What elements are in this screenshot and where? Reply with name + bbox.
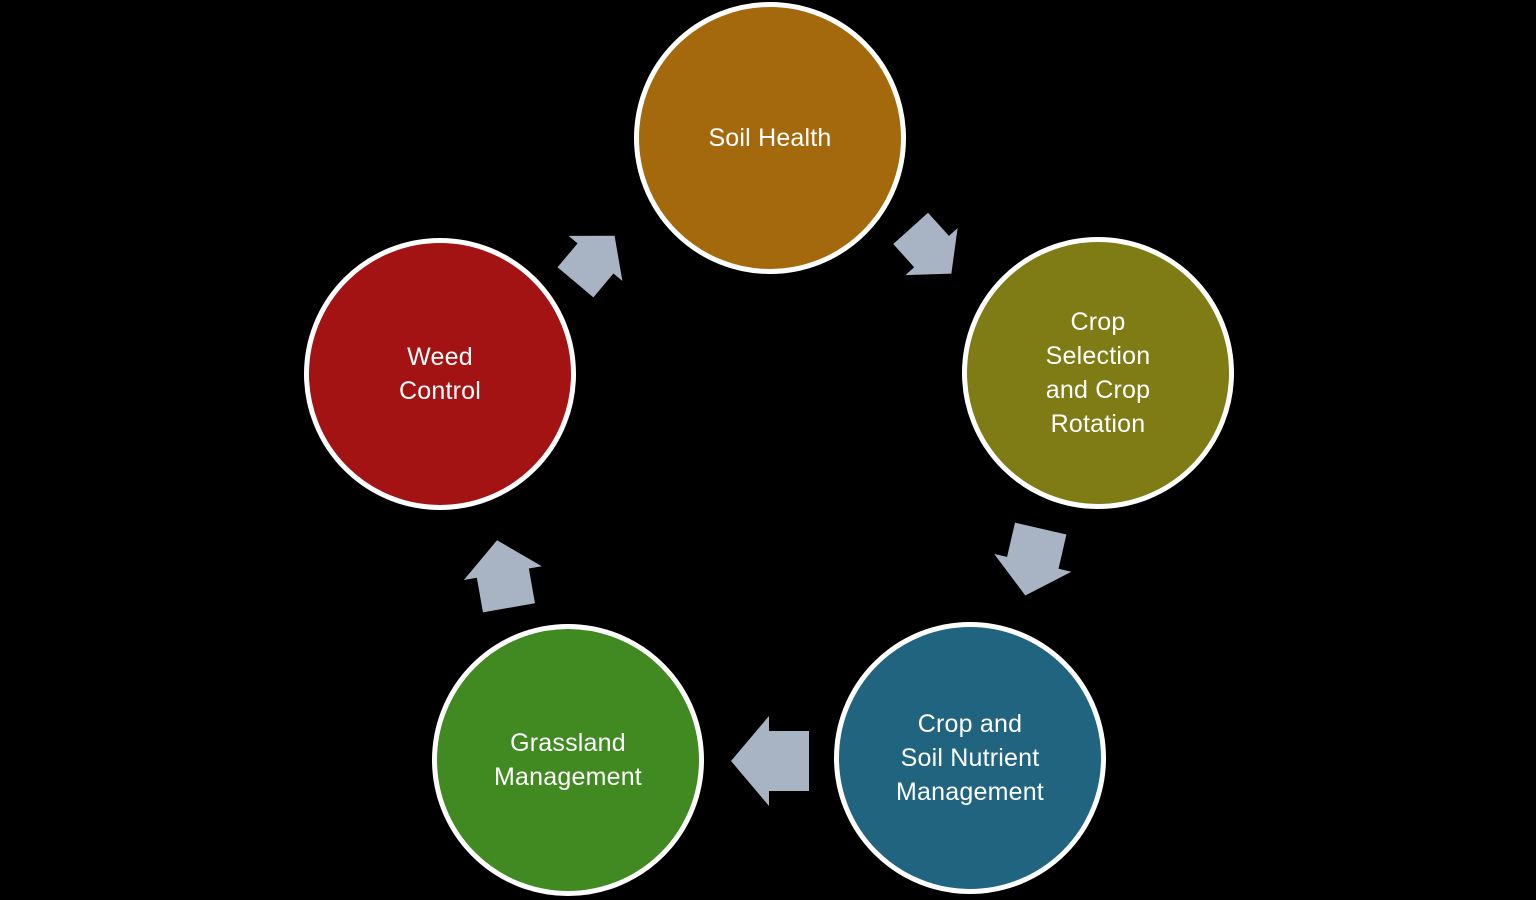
arrow-icon-soil-health-to-crop-selection: [893, 212, 958, 276]
node-crop-and-soil-nutrient-management: Crop and Soil Nutrient Management: [834, 622, 1106, 894]
node-grassland-management: Grassland Management: [432, 624, 704, 896]
node-soil-health: Soil Health: [634, 2, 906, 274]
arrow-icon-weed-control-to-soil-health: [557, 235, 623, 298]
node-crop-and-soil-nutrient-management-label: Crop and Soil Nutrient Management: [896, 710, 1044, 806]
node-weed-control: Weed Control: [304, 238, 576, 510]
node-grassland-management-label: Grassland Management: [494, 729, 642, 791]
node-crop-selection-and-crop-rotation: Crop Selection and Crop Rotation: [962, 237, 1234, 509]
arrow-icon-crop-soil-nutrient-to-grassland: [731, 716, 809, 806]
arrow-icon-grassland-to-weed-control: [463, 540, 542, 613]
node-soil-health-label: Soil Health: [708, 124, 832, 152]
arrow-icon-crop-selection-to-crop-soil-nutrient: [994, 522, 1072, 596]
node-weed-control-label: Weed Control: [399, 343, 481, 405]
node-crop-selection-and-crop-rotation-label: Crop Selection and Crop Rotation: [1045, 308, 1151, 438]
